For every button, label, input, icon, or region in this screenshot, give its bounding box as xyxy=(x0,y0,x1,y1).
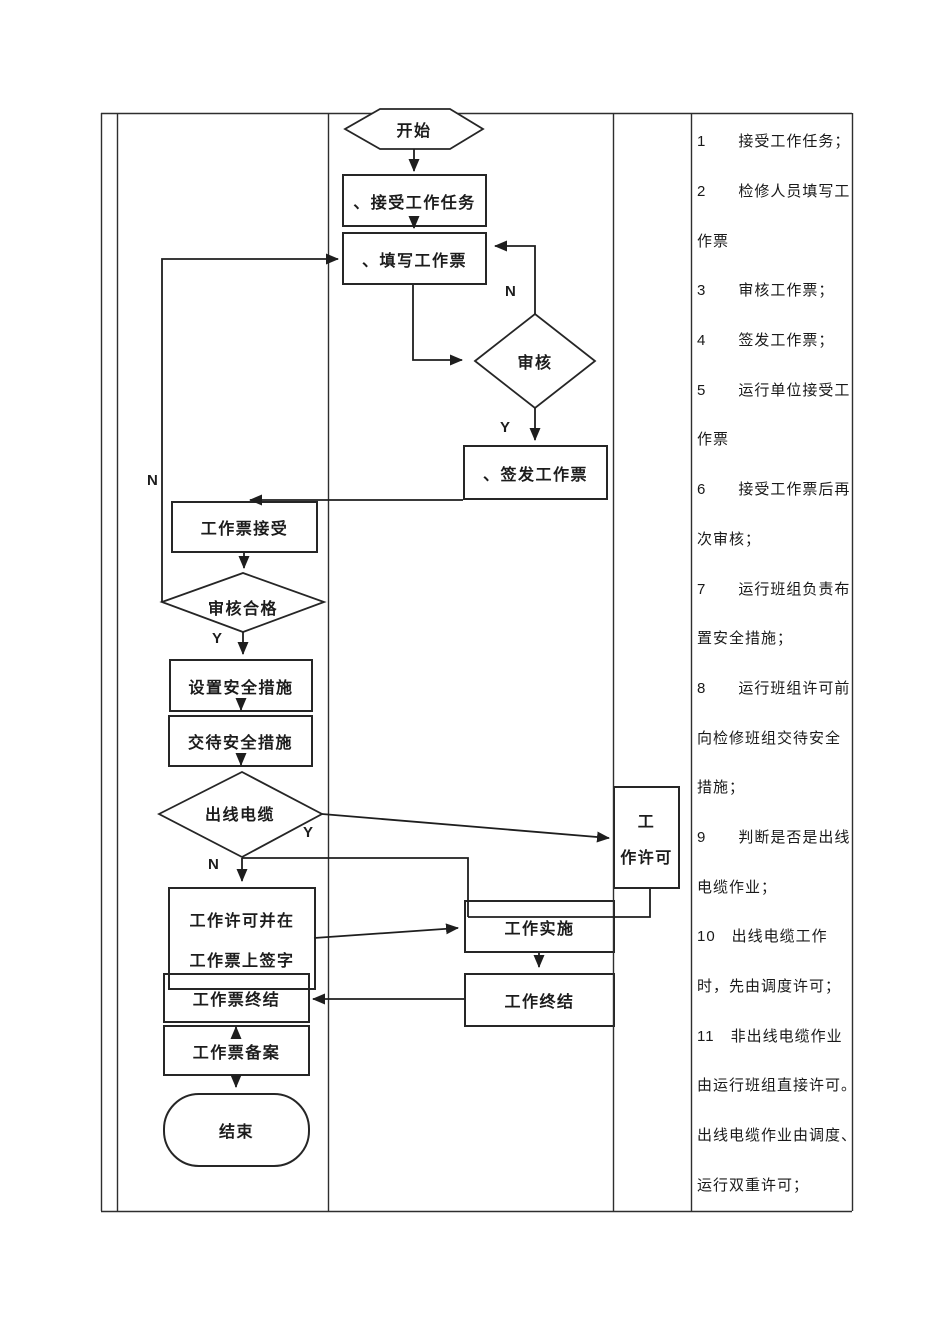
note-line: 时，先由调度许可； xyxy=(697,978,842,996)
flow-box-permit-sign-line2: 工作票上签字 xyxy=(189,952,295,970)
flow-box-ticket-accept: 工作票接受 xyxy=(171,501,318,553)
note-line: 5 运行单位接受工 xyxy=(697,381,851,399)
flow-box-work-terminate: 工作终结 xyxy=(464,973,615,1027)
flow-review-label: 审核 xyxy=(517,355,553,372)
note-line: 8 运行班组许可前 xyxy=(697,679,851,697)
notes-column: 1 接受工作任务； 2 检修人员填写工作票 3 审核工作票； 4 签发工作票； 5 运行… xyxy=(697,116,858,1209)
flow-box-fill-ticket: 、填写工作票 xyxy=(342,232,487,285)
note-line: 3 审核工作票； xyxy=(697,282,835,300)
flow-start-label: 开始 xyxy=(396,123,432,140)
flow-box-explain-safety: 交待安全措施 xyxy=(168,715,313,767)
note-line: 6 接受工作票后再 xyxy=(697,481,851,499)
note-line: 置安全措施； xyxy=(697,630,794,648)
arrow-permit-sign-to-implement xyxy=(313,923,459,939)
note-line: 运行双重许可； xyxy=(697,1176,810,1194)
flow-box-ticket-terminate: 工作票终结 xyxy=(163,973,310,1023)
arrow-fill-to-review xyxy=(412,285,463,366)
branch-label-cable-n: N xyxy=(208,856,219,873)
branch-label-review-pass-n: N xyxy=(147,472,158,489)
note-line: 2 检修人员填写工 xyxy=(697,183,851,201)
note-line: 措施； xyxy=(697,779,746,797)
note-line: 向检修班组交待安全 xyxy=(697,729,842,747)
note-line: 7 运行班组负责布 xyxy=(697,580,851,598)
arrow-review-n-to-fill xyxy=(494,240,536,314)
arrow-cable-y-to-permit xyxy=(321,813,610,843)
note-line: 10 出线电缆工作 xyxy=(697,928,828,946)
flow-review-pass-label: 审核合格 xyxy=(207,601,278,618)
flow-box-ticket-file: 工作票备案 xyxy=(163,1025,310,1076)
note-line: 电缆作业； xyxy=(697,878,778,896)
flow-box-work-permit: 工 作许可 xyxy=(613,786,680,889)
flow-box-accept-task: 、接受工作任务 xyxy=(342,174,487,227)
note-line: 11 非出线电缆作业 xyxy=(697,1027,843,1045)
flow-terminator-end: 结束 xyxy=(163,1093,310,1167)
note-line: 9 判断是否是出线 xyxy=(697,828,851,846)
note-line: 1 接受工作任务； xyxy=(697,133,851,151)
note-line: 作票 xyxy=(697,232,730,250)
branch-label-review-pass-y: Y xyxy=(212,630,223,647)
flow-outgoing-cable-label: 出线电缆 xyxy=(204,807,275,824)
note-line: 出线电缆作业由调度、 xyxy=(697,1127,858,1145)
branch-label-review-y: Y xyxy=(500,419,511,436)
branch-label-review-n: N xyxy=(505,283,516,300)
flow-box-issue-ticket: 、签发工作票 xyxy=(463,445,608,500)
branch-label-cable-y: Y xyxy=(303,824,314,841)
flow-box-work-permit-line1: 工 xyxy=(637,813,656,831)
flow-box-permit-sign-line1: 工作许可并在 xyxy=(189,912,295,930)
note-line: 作票 xyxy=(697,431,730,449)
note-line: 次审核； xyxy=(697,530,762,548)
note-line: 由运行班组直接许可。 xyxy=(697,1077,858,1095)
flow-box-set-safety: 设置安全措施 xyxy=(169,659,313,712)
note-line: 4 签发工作票； xyxy=(697,332,835,350)
flow-box-work-implement: 工作实施 xyxy=(464,900,615,953)
flow-box-work-permit-line2: 作许可 xyxy=(620,849,673,867)
